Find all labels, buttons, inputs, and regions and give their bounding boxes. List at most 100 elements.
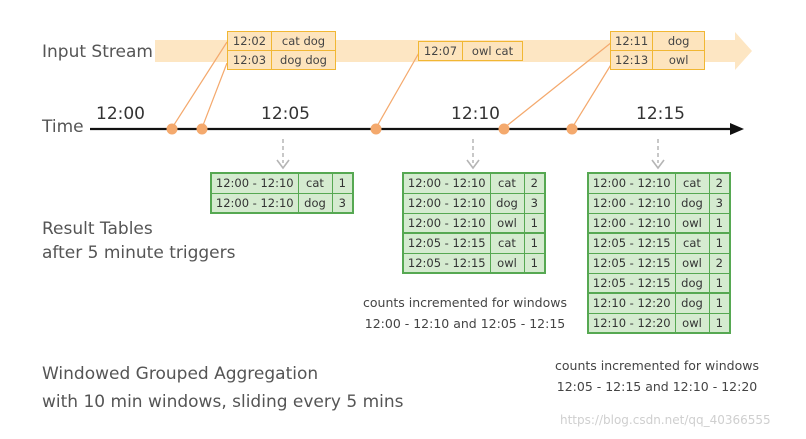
table-row: 12:00 - 12:10 dog 3: [587, 192, 731, 214]
table-row: 12:00 - 12:10 dog 3: [402, 192, 546, 214]
event-time: 12:11: [609, 31, 654, 51]
word-cell: owl: [489, 252, 525, 274]
event-box-group-1: 12:02 cat dog 12:03 dog dog: [227, 31, 336, 70]
event-row: 12:13 owl: [609, 50, 706, 70]
event-row: 12:11 dog: [609, 31, 706, 51]
window-cell: 12:05 - 12:15: [587, 272, 676, 294]
trigger-arrows: [282, 139, 659, 163]
connector-1202: [171, 41, 228, 129]
result-tables-label-line1: Result Tables: [42, 219, 153, 239]
word-cell: dog: [674, 272, 710, 294]
table-row: 12:00 - 12:10 owl 1: [587, 212, 731, 234]
event-time: 12:02: [227, 31, 272, 51]
word-cell: cat: [489, 172, 525, 194]
event-words: cat dog: [271, 31, 336, 51]
word-cell: owl: [674, 252, 710, 274]
window-cell: 12:05 - 12:15: [587, 232, 676, 254]
count-cell: 1: [708, 232, 731, 254]
connector-1207: [375, 50, 421, 129]
result-table-1205: 12:00 - 12:10 cat 1 12:00 - 12:10 dog 3: [210, 172, 354, 214]
time-axis-arrowhead: [730, 123, 744, 135]
event-dot-1207: [370, 123, 382, 135]
trigger-arrowheads: [276, 159, 665, 170]
window-cell: 12:05 - 12:15: [402, 252, 491, 274]
result-table-1210: 12:00 - 12:10 cat 2 12:00 - 12:10 dog 3 …: [402, 172, 546, 274]
tick-label-1215: 12:15: [636, 104, 685, 124]
trigger-head-1215: [651, 159, 665, 170]
event-dot-1202: [166, 123, 178, 135]
footer-title-line2: with 10 min windows, sliding every 5 min…: [42, 392, 404, 412]
event-words: dog dog: [271, 50, 336, 70]
table-row: 12:05 - 12:15 owl 1: [402, 252, 546, 274]
count-cell: 1: [523, 232, 546, 254]
note-1210-line2: 12:00 - 12:10 and 12:05 - 12:15: [364, 316, 566, 331]
word-cell: cat: [489, 232, 525, 254]
table-row: 12:10 - 12:20 owl 1: [587, 312, 731, 334]
event-box-group-3: 12:11 dog 12:13 owl: [609, 31, 706, 70]
window-cell: 12:05 - 12:15: [587, 252, 676, 274]
word-cell: cat: [674, 172, 710, 194]
window-cell: 12:00 - 12:10: [587, 172, 676, 194]
table-row: 12:05 - 12:15 cat 1: [587, 232, 731, 254]
event-words: owl: [652, 50, 706, 70]
count-cell: 1: [708, 212, 731, 234]
connector-1213: [571, 62, 613, 129]
event-words: dog: [652, 31, 706, 51]
word-cell: dog: [489, 192, 525, 214]
event-dots: [166, 123, 578, 135]
word-cell: owl: [489, 212, 525, 234]
event-dot-1211: [498, 123, 510, 135]
word-cell: cat: [297, 172, 333, 194]
trigger-head-1210: [466, 159, 480, 170]
note-1210: counts incremented for windows 12:00 - 1…: [350, 292, 580, 334]
event-connectors: [171, 41, 613, 129]
table-row: 12:00 - 12:10 dog 3: [210, 192, 354, 214]
word-cell: owl: [674, 212, 710, 234]
count-cell: 2: [708, 252, 731, 274]
event-time: 12:13: [609, 50, 654, 70]
table-row: 12:00 - 12:10 owl 1: [402, 212, 546, 234]
count-cell: 3: [331, 192, 354, 214]
count-cell: 1: [708, 312, 731, 334]
note-1215-line1: counts incremented for windows: [555, 358, 759, 373]
tick-label-1210: 12:10: [451, 104, 500, 124]
count-cell: 3: [708, 192, 731, 214]
trigger-head-1205: [276, 159, 290, 170]
table-row: 12:00 - 12:10 cat 2: [587, 172, 731, 194]
window-cell: 12:10 - 12:20: [587, 292, 676, 314]
connector-1203: [201, 62, 228, 129]
window-cell: 12:05 - 12:15: [402, 232, 491, 254]
table-row: 12:05 - 12:15 cat 1: [402, 232, 546, 254]
word-cell: dog: [297, 192, 333, 214]
window-cell: 12:00 - 12:10: [402, 212, 491, 234]
event-dot-1203: [196, 123, 208, 135]
table-row: 12:00 - 12:10 cat 2: [402, 172, 546, 194]
word-cell: cat: [674, 232, 710, 254]
input-stream-label: Input Stream: [42, 42, 153, 62]
count-cell: 2: [708, 172, 731, 194]
count-cell: 1: [708, 272, 731, 294]
footer-title-line1: Windowed Grouped Aggregation: [42, 364, 319, 384]
count-cell: 1: [523, 212, 546, 234]
window-cell: 12:00 - 12:10: [210, 192, 299, 214]
table-row: 12:05 - 12:15 dog 1: [587, 272, 731, 294]
word-cell: dog: [674, 292, 710, 314]
table-row: 12:10 - 12:20 dog 1: [587, 292, 731, 314]
count-cell: 3: [523, 192, 546, 214]
event-row: 12:02 cat dog: [227, 31, 336, 51]
event-time: 12:07: [418, 41, 463, 61]
window-cell: 12:00 - 12:10: [402, 192, 491, 214]
count-cell: 2: [523, 172, 546, 194]
time-label: Time: [42, 117, 84, 137]
window-cell: 12:00 - 12:10: [587, 212, 676, 234]
tick-label-1205: 12:05: [261, 104, 310, 124]
event-dot-1213: [566, 123, 578, 135]
watermark: https://blog.csdn.net/qq_40366555: [560, 413, 771, 427]
result-tables-label-line2: after 5 minute triggers: [42, 243, 236, 263]
word-cell: owl: [674, 312, 710, 334]
window-cell: 12:00 - 12:10: [402, 172, 491, 194]
event-box-group-2: 12:07 owl cat: [418, 41, 523, 61]
result-table-1215: 12:00 - 12:10 cat 2 12:00 - 12:10 dog 3 …: [587, 172, 731, 334]
event-row: 12:07 owl cat: [418, 41, 523, 61]
table-row: 12:05 - 12:15 owl 2: [587, 252, 731, 274]
